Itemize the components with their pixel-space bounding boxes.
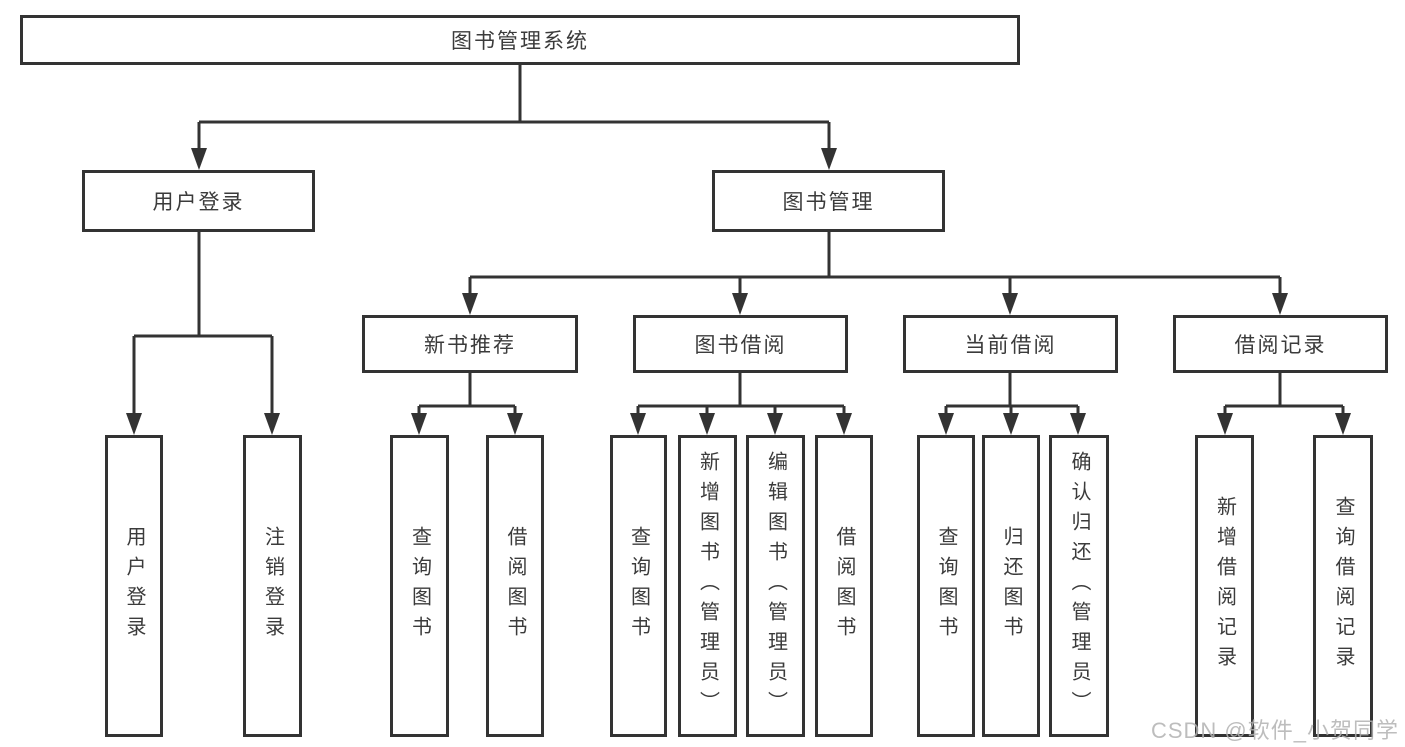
node-current-borrow: 当前借阅	[903, 315, 1118, 373]
leaf-query-book-borrow-label: 查询图书	[627, 526, 650, 646]
node-book-borrow: 图书借阅	[633, 315, 848, 373]
leaf-edit-book-admin: 编辑图书（管理员）	[746, 435, 805, 737]
leaf-add-borrow-record: 新增借阅记录	[1195, 435, 1254, 737]
leaf-return-book: 归还图书	[982, 435, 1040, 737]
leaf-borrow-book-recommend-label: 借阅图书	[504, 526, 526, 646]
node-user-login: 用户登录	[82, 170, 315, 232]
leaf-add-book-admin-label: 新增图书（管理员）	[696, 451, 719, 721]
leaf-user-login: 用户登录	[105, 435, 163, 737]
node-new-book-recommend: 新书推荐	[362, 315, 578, 373]
leaf-query-book-recommend: 查询图书	[390, 435, 449, 737]
leaf-borrow-book-recommend: 借阅图书	[486, 435, 544, 737]
node-book-management-label: 图书管理	[782, 191, 875, 214]
leaf-query-book-recommend-label: 查询图书	[408, 526, 431, 646]
leaf-query-book-current-label: 查询图书	[935, 526, 957, 646]
leaf-query-borrow-record-label: 查询借阅记录	[1332, 496, 1354, 676]
leaf-query-book-current: 查询图书	[917, 435, 975, 737]
node-root-label: 图书管理系统	[451, 30, 589, 53]
node-root: 图书管理系统	[20, 15, 1020, 65]
leaf-add-book-admin: 新增图书（管理员）	[678, 435, 737, 737]
leaf-borrow-book: 借阅图书	[815, 435, 873, 737]
leaf-logout-label: 注销登录	[261, 526, 284, 646]
leaf-add-borrow-record-label: 新增借阅记录	[1213, 496, 1236, 676]
leaf-logout: 注销登录	[243, 435, 302, 737]
leaf-query-borrow-record: 查询借阅记录	[1313, 435, 1373, 737]
node-book-borrow-label: 图书借阅	[694, 334, 787, 357]
leaf-confirm-return-admin-label: 确认归还（管理员）	[1068, 451, 1090, 721]
leaf-query-book-borrow: 查询图书	[610, 435, 667, 737]
node-borrow-records: 借阅记录	[1173, 315, 1388, 373]
node-current-borrow-label: 当前借阅	[964, 334, 1057, 357]
leaf-return-book-label: 归还图书	[1000, 526, 1022, 646]
node-book-management: 图书管理	[712, 170, 945, 232]
node-user-login-label: 用户登录	[152, 191, 245, 214]
watermark: CSDN @软件_小贺同学	[1150, 718, 1399, 743]
leaf-borrow-book-label: 借阅图书	[833, 526, 855, 646]
node-new-book-recommend-label: 新书推荐	[424, 334, 516, 357]
leaf-confirm-return-admin: 确认归还（管理员）	[1049, 435, 1109, 737]
node-borrow-records-label: 借阅记录	[1234, 334, 1327, 357]
leaf-user-login-label: 用户登录	[123, 526, 145, 646]
arrowheads	[126, 148, 1351, 435]
leaf-edit-book-admin-label: 编辑图书（管理员）	[764, 451, 787, 721]
